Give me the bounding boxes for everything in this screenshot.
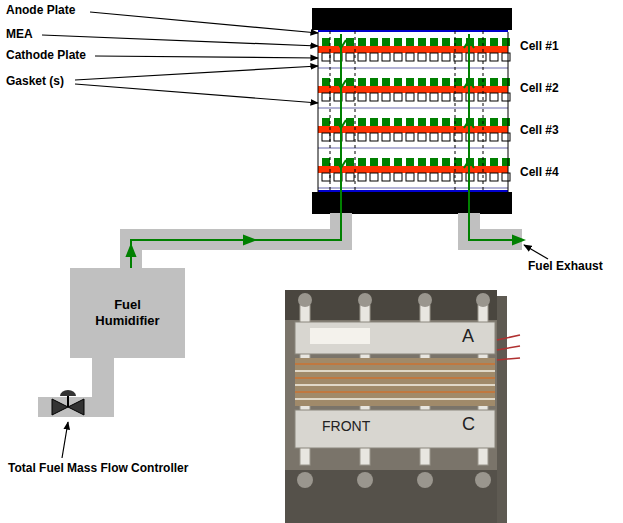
label-text: MEA [6, 28, 33, 42]
label-text: Anode Plate [6, 4, 75, 18]
cell-label: Cell #3 [520, 124, 559, 138]
photo-tag-text: FRONT [322, 418, 370, 434]
cell-label: Cell #1 [520, 40, 559, 54]
label-text: Gasket (s) [6, 75, 64, 89]
humidifier-box: Fuel Humidifier [70, 268, 185, 358]
photo-tag-text: A [462, 326, 474, 347]
label-text: Fuel Exhaust [528, 260, 603, 274]
box-text: Fuel Humidifier [90, 297, 165, 328]
cell-label: Cell #2 [520, 82, 559, 96]
photo-tag-text: C [462, 414, 475, 435]
label-text: Total Fuel Mass Flow Controller [8, 462, 188, 476]
cell-label: Cell #4 [520, 166, 559, 180]
label-text: Cathode Plate [6, 49, 86, 63]
stack-photo [285, 290, 520, 523]
